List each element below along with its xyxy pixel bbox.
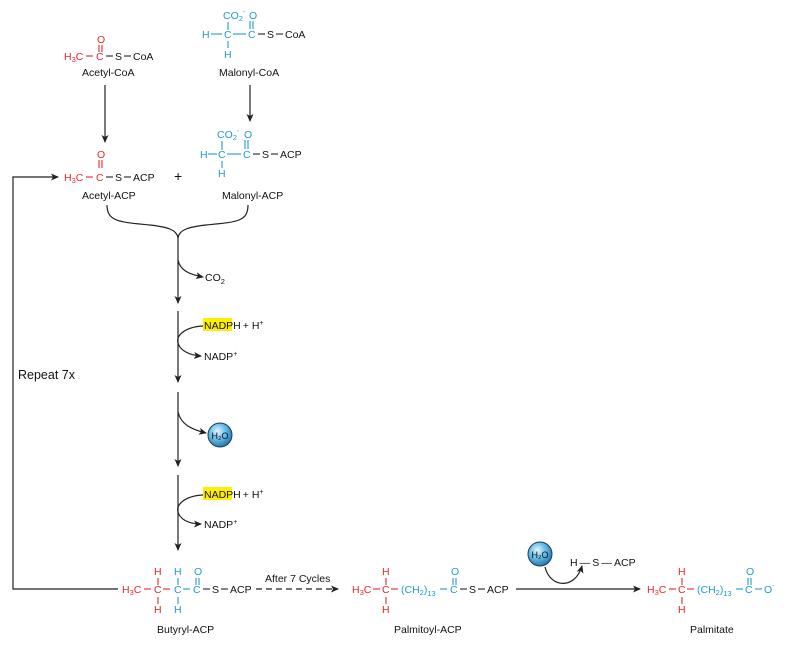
methylene-chain: (CH2)13 — [697, 584, 732, 598]
water-label: H₂O — [532, 550, 549, 560]
co2-product: CO2 — [205, 272, 225, 286]
hydrogen: H — [200, 149, 208, 161]
carboxylate-oxygen: O- — [764, 583, 775, 596]
acetyl-coa-structure: O H3C C S CoA Acetyl-CoA — [64, 34, 153, 79]
hydrogen: H — [678, 604, 686, 616]
alpha-carbon: C — [224, 29, 232, 41]
acp-group: ACP — [230, 584, 252, 596]
nadph-highlight-1 — [203, 318, 232, 331]
water-label: H₂O — [212, 431, 229, 441]
arrow-co2-release — [177, 259, 204, 280]
hydrogen: H — [202, 29, 210, 41]
carbon: C — [678, 584, 686, 596]
carbonyl-oxygen: O — [194, 566, 202, 578]
hydrogen: H — [224, 49, 232, 61]
hydrogen: H — [174, 566, 182, 578]
acp-group: ACP — [280, 149, 302, 161]
carbonyl-oxygen: O — [97, 34, 105, 46]
carbon: C — [154, 584, 162, 596]
acetyl-acp-structure: O H3C C S ACP Acetyl-ACP — [64, 149, 155, 202]
sulfur: S — [212, 584, 219, 596]
nadp-1: NADP+ — [204, 351, 237, 363]
arrow-hs-acp-release — [544, 565, 584, 584]
carbon: C — [382, 584, 390, 596]
carbonyl-carbon: C — [248, 29, 256, 41]
carbonyl-oxygen: O — [451, 566, 459, 578]
hydrogen: H — [218, 168, 226, 180]
repeat-label: Repeat 7x — [18, 368, 76, 382]
palmitate-structure: H O H3C C (CH2)13 C O- H Palmitate — [647, 566, 775, 636]
hydrogen: H — [154, 566, 162, 578]
nadph-1: NADPH+ H+ — [204, 320, 264, 332]
sulfur: S — [115, 172, 122, 184]
alpha-carbon: C — [218, 149, 226, 161]
carbonyl-oxygen: O — [97, 149, 105, 161]
carbonyl-carbon: C — [96, 172, 104, 184]
sulfur: S — [115, 51, 122, 63]
carbonyl-oxygen: O — [746, 566, 754, 578]
methyl-group: H3C — [122, 584, 142, 597]
carbonyl-oxygen: O — [249, 10, 257, 22]
acetyl-coa-label: Acetyl-CoA — [82, 67, 135, 79]
methyl-group: H3C — [64, 51, 84, 64]
nadp-2: NADP+ — [204, 519, 237, 531]
condensation-brace — [106, 204, 249, 239]
hydrogen: H — [382, 566, 390, 578]
malonyl-coa-structure: CO2- O H C C S CoA H Malonyl-CoA — [202, 9, 305, 79]
coa-group: CoA — [285, 29, 305, 41]
hs-acp-product: H — S — ACP — [570, 557, 636, 569]
methyl-group: H3C — [352, 584, 372, 597]
water-bubble-2: H₂O — [527, 541, 553, 567]
malonyl-coa-label: Malonyl-CoA — [219, 67, 279, 79]
repeat-loop-arrow — [12, 173, 118, 590]
arrow-nadph-1 — [177, 325, 204, 359]
methyl-group: H3C — [64, 172, 84, 185]
arrow-nadph-2 — [177, 494, 204, 528]
carbonyl-oxygen: O — [244, 129, 252, 141]
acp-group: ACP — [487, 584, 509, 596]
carboxylate-group: CO2- — [223, 9, 246, 23]
hydrogen: H — [154, 604, 162, 616]
palmitate-label: Palmitate — [690, 624, 734, 636]
after-cycles-label: After 7 Cycles — [265, 573, 330, 585]
carbon: C — [174, 584, 182, 596]
plus-sign: + — [174, 168, 182, 184]
methyl-group: H3C — [647, 584, 667, 597]
carbonyl-carbon: C — [243, 149, 251, 161]
water-bubble-1: H₂O — [207, 422, 233, 448]
acetyl-acp-label: Acetyl-ACP — [82, 190, 136, 202]
hydrogen: H — [174, 604, 182, 616]
malonyl-acp-structure: CO2- O H C C S ACP H Malonyl-ACP — [200, 128, 302, 202]
palmitoyl-acp-structure: H O H3C C (CH2)13 C S ACP H Palmitoyl-AC… — [352, 566, 509, 636]
carbonyl-carbon: C — [193, 584, 201, 596]
butyryl-acp-structure: H H O H3C C C C S ACP H H Butyryl-ACP — [122, 566, 252, 636]
acp-group: ACP — [133, 172, 155, 184]
hydrogen: H — [678, 566, 686, 578]
nadph-highlight-2 — [203, 487, 232, 500]
sulfur: S — [262, 149, 269, 161]
carboxyl-carbon: C — [745, 584, 753, 596]
palmitoyl-acp-label: Palmitoyl-ACP — [394, 624, 462, 636]
carbonyl-carbon: C — [96, 51, 104, 63]
arrow-water-release — [177, 411, 207, 435]
methylene-chain: (CH2)13 — [401, 584, 436, 598]
sulfur: S — [267, 29, 274, 41]
sulfur: S — [469, 584, 476, 596]
hydrogen: H — [382, 604, 390, 616]
nadph-2: NADPH+ H+ — [204, 489, 264, 501]
malonyl-acp-label: Malonyl-ACP — [222, 190, 283, 202]
carbonyl-carbon: C — [450, 584, 458, 596]
coa-group: CoA — [133, 51, 153, 63]
carboxylate-group: CO2- — [217, 128, 240, 142]
butyryl-acp-label: Butyryl-ACP — [157, 624, 214, 636]
